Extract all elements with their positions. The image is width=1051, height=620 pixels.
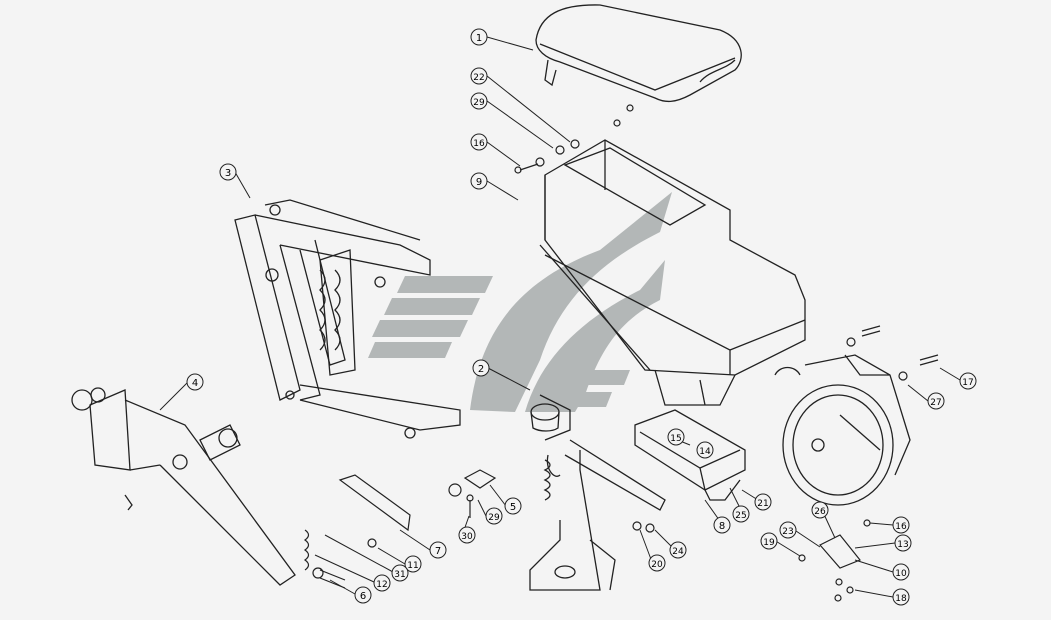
callout-2: 2 [472,359,490,377]
callout-label: 20 [651,560,663,570]
callout-label: 9 [476,177,482,188]
callout-label: 18 [895,594,907,604]
callout-label: 24 [672,547,684,557]
callout-label: 29 [488,513,500,523]
part-shank [529,394,666,591]
callout-10: 10 [892,563,910,581]
callout-22: 22 [470,67,488,85]
callout-label: 21 [757,499,768,509]
callout-20: 20 [648,554,666,572]
callout-label: 23 [782,527,793,537]
callout-8: 8 [713,516,731,534]
callout-label: 6 [360,591,366,602]
callout-label: 11 [407,561,418,571]
callout-label: 3 [225,168,231,179]
callout-label: 13 [897,540,908,550]
callout-label: 8 [719,521,725,532]
callout-label: 5 [510,502,516,513]
callout-18: 18 [892,588,910,606]
part-small-hardware [303,104,939,602]
callout-label: 19 [763,538,775,548]
part-hopper [539,139,806,406]
callout-17: 17 [959,372,977,390]
callout-16: 16 [470,133,488,151]
callout-label: 31 [394,570,405,580]
callout-14: 14 [696,441,714,459]
callout-23: 23 [779,521,797,539]
watermark-logo [368,192,672,412]
callout-3: 3 [219,163,237,181]
callout-9: 9 [470,172,488,190]
callout-label: 27 [930,398,941,408]
part-meter-housing [634,409,746,501]
callout-11: 11 [404,555,422,573]
callout-label: 4 [192,378,198,389]
callout-16: 16 [892,516,910,534]
callout-label: 22 [473,73,484,83]
callout-25: 25 [732,505,750,523]
callout-15: 15 [667,428,685,446]
callout-label: 2 [478,364,484,375]
callout-31: 31 [391,564,409,582]
callout-24: 24 [669,541,687,559]
callout-27: 27 [927,392,945,410]
callout-4: 4 [186,373,204,391]
callout-1: 1 [470,28,488,46]
leader-lines [159,36,961,598]
callout-label: 14 [699,447,711,457]
callout-30: 30 [458,526,476,544]
callout-19: 19 [760,532,778,550]
callout-5: 5 [504,497,522,515]
callout-26: 26 [811,501,829,519]
callout-6: 6 [354,586,372,604]
callout-7: 7 [429,541,447,559]
part-lid [535,4,742,103]
callout-label: 25 [735,511,746,521]
part-chain-arm [71,387,296,586]
callout-label: 12 [376,580,387,590]
part-frame [234,199,461,439]
callout-13: 13 [894,534,912,552]
callout-label: 29 [473,98,485,108]
callout-label: 16 [473,139,485,149]
callout-29: 29 [470,92,488,110]
callout-label: 7 [435,546,441,557]
callout-label: 26 [814,507,826,517]
callout-29: 29 [485,507,503,525]
callout-label: 1 [476,33,482,44]
callout-12: 12 [373,574,391,592]
callout-label: 10 [895,569,907,579]
callout-21: 21 [754,493,772,511]
callout-label: 16 [895,522,907,532]
callout-label: 15 [670,434,681,444]
callout-label: 17 [962,378,973,388]
callout-label: 30 [461,532,473,542]
part-drive-wheel [774,354,911,506]
